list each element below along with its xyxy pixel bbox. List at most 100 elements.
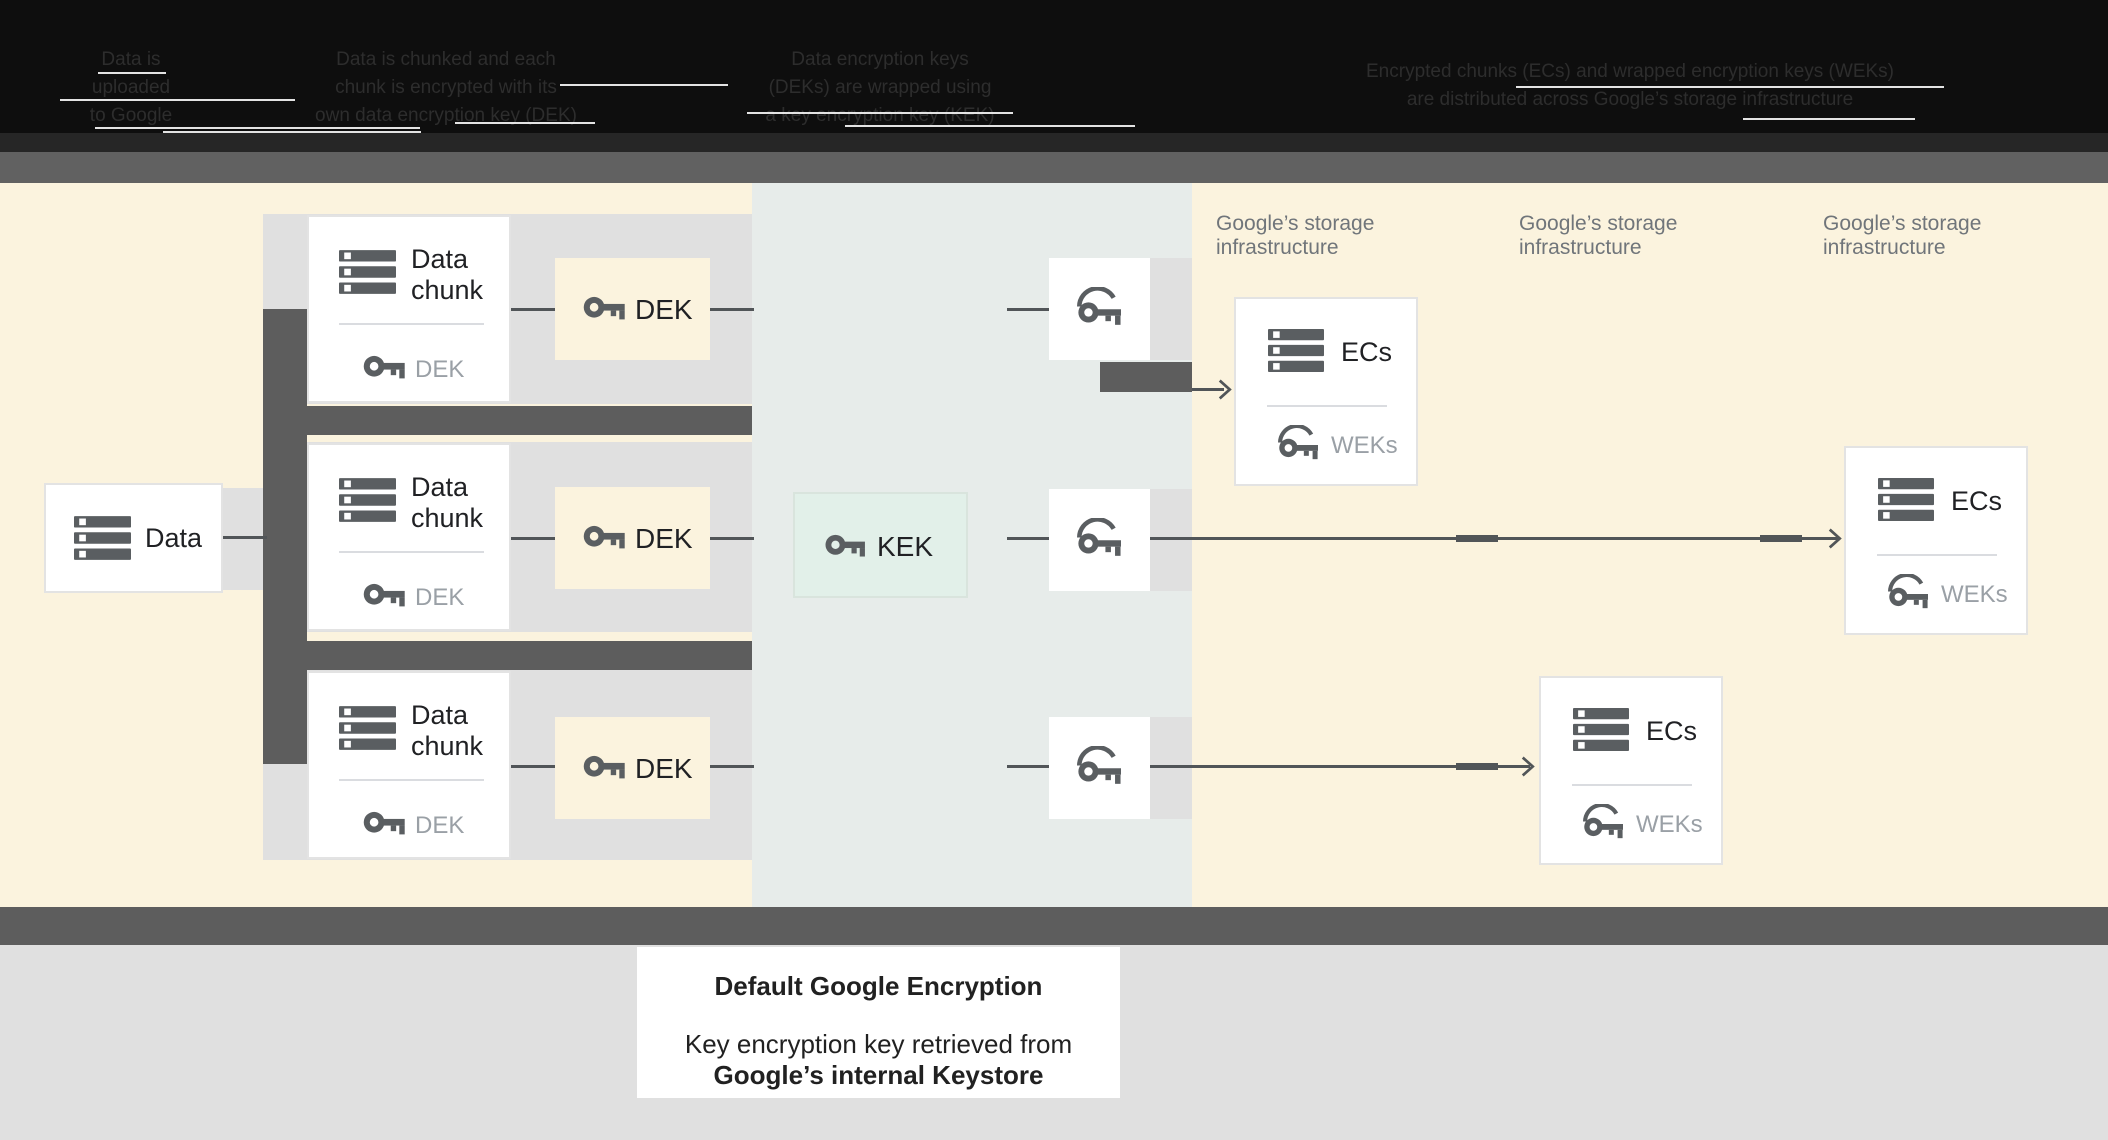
card-divider [339,551,484,553]
dek-box-3: DEK [555,717,710,819]
connector-dek2-out [708,537,754,540]
data-chunk-card-1: Data chunk DEK [307,215,511,403]
wrapped-key-box-1 [1049,258,1150,360]
weks-label: WEKs [1636,811,1703,838]
database-icon [339,706,396,750]
header-underline-artifact [560,84,728,86]
wrapped-key-strip-1 [1150,258,1192,360]
header-underline-artifact [845,125,1135,127]
header-annotation-distribution: Encrypted chunks (ECs) and wrapped encry… [1310,58,1950,114]
wrapped-key-icon [1278,425,1318,460]
data-label: Data [145,523,203,553]
row1-output-bar [1100,362,1192,392]
chunk-key-label: DEK [415,812,465,839]
caption-line1: Key encryption key retrieved from [684,1029,1073,1059]
arrowhead-icon [1218,379,1232,400]
arrow-line-row3 [1150,765,1530,768]
wrapped-key-strip-2 [1150,489,1192,591]
annotation-line: Data is [101,49,161,70]
wrapped-key-icon [1888,574,1928,609]
dek-box-1: DEK [555,258,710,360]
wrapped-key-icon [1077,287,1121,326]
storage-infrastructure-label-2: Google’s storage infrastructure [1519,212,1678,259]
ecs-title: ECs [1341,337,1393,367]
annotation-line: Encrypted chunks (ECs) and wrapped encry… [1366,61,1894,82]
database-icon [1878,478,1934,521]
data-chunk-card-3: Data chunk DEK [307,671,511,859]
connector-chunk1-to-dek1 [511,308,557,311]
top-divider-bar [0,152,2108,183]
connector-chunk2-to-dek2 [511,537,557,540]
wrapped-key-icon [1583,804,1623,839]
data-row-strip [223,488,265,590]
header-underline-artifact [163,131,421,133]
annotation-line: (DEKs) are wrapped using [768,77,992,98]
stub-line-row2 [1007,537,1051,540]
database-icon [74,516,131,560]
arrow-line-row1 [1192,388,1224,391]
card-divider [1877,554,1997,556]
annotation-line: a key encryption key (KEK) [765,105,995,126]
kek-box: KEK [793,492,968,598]
arrowhead-icon [1521,756,1535,777]
weks-label: WEKs [1331,432,1398,459]
database-icon [339,478,396,522]
annotation-line: to Google [89,105,173,126]
header-underline-artifact [60,99,295,101]
key-icon [825,534,865,560]
annotation-line: uploaded [91,77,171,98]
chunk-key-label: DEK [415,356,465,383]
wrapped-key-box-3 [1049,717,1150,819]
wrapped-key-box-2 [1049,489,1150,591]
stub-line-row3 [1007,765,1051,768]
annotation-line: are distributed across Google’s storage … [1406,89,1854,110]
dek-label: DEK [635,753,693,784]
arrow-joint [1456,535,1498,542]
header-underline-artifact [455,122,595,124]
database-icon [339,250,396,294]
annotation-line: Data encryption keys [791,49,969,70]
branch-bar-1 [263,406,752,435]
chunk-title: Data chunk [411,472,484,533]
key-icon [363,583,405,610]
card-divider [1572,784,1692,786]
key-icon [583,755,625,782]
key-icon [363,811,405,838]
connector-chunk3-to-dek3 [511,765,557,768]
header-annotation-wrapping: Data encryption keys (DEKs) are wrapped … [740,46,1020,130]
ecs-title: ECs [1646,716,1698,746]
dek-box-2: DEK [555,487,710,589]
weks-label: WEKs [1941,581,2008,608]
ecs-card-1: ECs WEKs [1234,297,1418,486]
database-icon [1268,329,1324,372]
database-icon [1573,708,1629,751]
ecs-title: ECs [1951,486,2003,516]
annotation-line: own data encryption key (DEK) [315,105,577,126]
ecs-card-3: ECs WEKs [1539,676,1723,865]
connector-dek1-out [708,308,754,311]
header-underline-artifact [1743,118,1915,120]
wrapped-key-icon [1077,746,1121,785]
arrow-joint [1456,763,1498,770]
chunk-title: Data chunk [411,700,484,761]
header-underline-artifact [747,112,1013,114]
storage-infrastructure-label-3: Google’s storage infrastructure [1823,212,1982,259]
key-icon [583,525,625,552]
annotation-line: chunk is encrypted with its [335,77,557,98]
arrow-joint [1760,535,1802,542]
key-icon [583,296,625,323]
dek-label: DEK [635,523,693,554]
header-annotation-upload: Data is uploaded to Google [61,46,201,130]
ecs-card-2: ECs WEKs [1844,446,2028,635]
connector-dek3-out [708,765,754,768]
split-trunk [263,309,307,764]
caption-line2: Google’s internal Keystore [713,1060,1044,1090]
header-underline-artifact [95,127,420,129]
arrowhead-icon [1828,528,1842,549]
branch-bar-2 [263,641,752,670]
wrapped-key-icon [1077,518,1121,557]
header-underline-artifact [1516,86,1944,88]
chunk-key-label: DEK [415,584,465,611]
stub-line-row1 [1007,308,1051,311]
